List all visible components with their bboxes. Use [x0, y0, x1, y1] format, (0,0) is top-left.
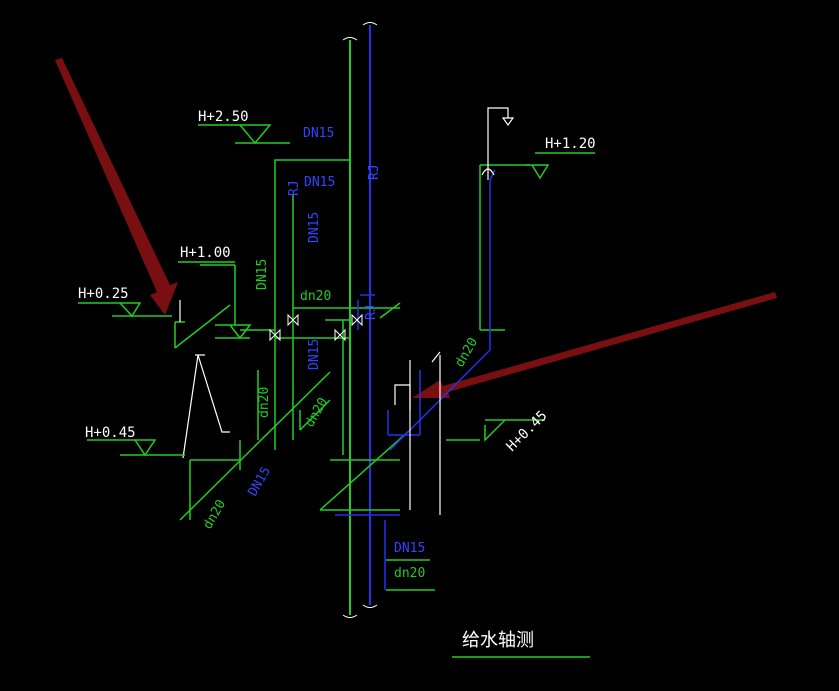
elevation-label-h100: H+1.00 — [180, 245, 231, 261]
pipe-label-dn15-vertical: DN15 — [307, 212, 322, 243]
pipe-label-dn20-diag: dn20 — [302, 395, 331, 430]
green-pipes — [174, 159, 530, 591]
elevation-label-h250: H+2.50 — [198, 109, 249, 125]
pipe-label-dn15-mid: DN15 — [307, 339, 322, 370]
pipe-label-dn15-riser: DN15 — [304, 175, 335, 190]
pipe-label-dn15-diag: DN15 — [245, 464, 274, 499]
annotation-arrows — [55, 58, 777, 398]
pipe-label-dn20-right: dn20 — [452, 335, 481, 370]
pipe-label-dn20-vertical: dn20 — [257, 387, 272, 418]
drawing-title: 给水轴测 — [462, 630, 534, 651]
pipe-label-dn15-branch: DN15 — [255, 259, 270, 290]
riser-label-rj-left: RJ — [287, 180, 302, 196]
wc-fixture — [182, 354, 230, 459]
elevation-label-h045-right: H+0.45 — [504, 408, 551, 455]
elevation-label-h120: H+1.20 — [545, 136, 596, 152]
arrow-left — [55, 58, 178, 315]
riser-label-rj-upper: RJ — [367, 164, 382, 180]
elevation-label-h045: H+0.45 — [85, 425, 136, 441]
elevation-markers — [78, 124, 595, 457]
pipe-label-dn20-bottom: dn20 — [394, 566, 425, 581]
fixtures — [179, 107, 515, 515]
pipe-label-dn15-bottom: DN15 — [394, 541, 425, 556]
pipe-label-dn20-horizontal: dn20 — [300, 289, 331, 304]
shower-fixture — [487, 107, 509, 180]
arrow-right — [412, 292, 777, 398]
elevation-label-h025: H+0.25 — [78, 286, 129, 302]
pipe-label-dn20-left: dn20 — [200, 497, 229, 532]
pipe-label-dn15-top: DN15 — [303, 126, 334, 141]
valves — [269, 313, 363, 342]
risers — [342, 22, 378, 618]
riser-label-rj-lower: RJ — [364, 304, 379, 320]
